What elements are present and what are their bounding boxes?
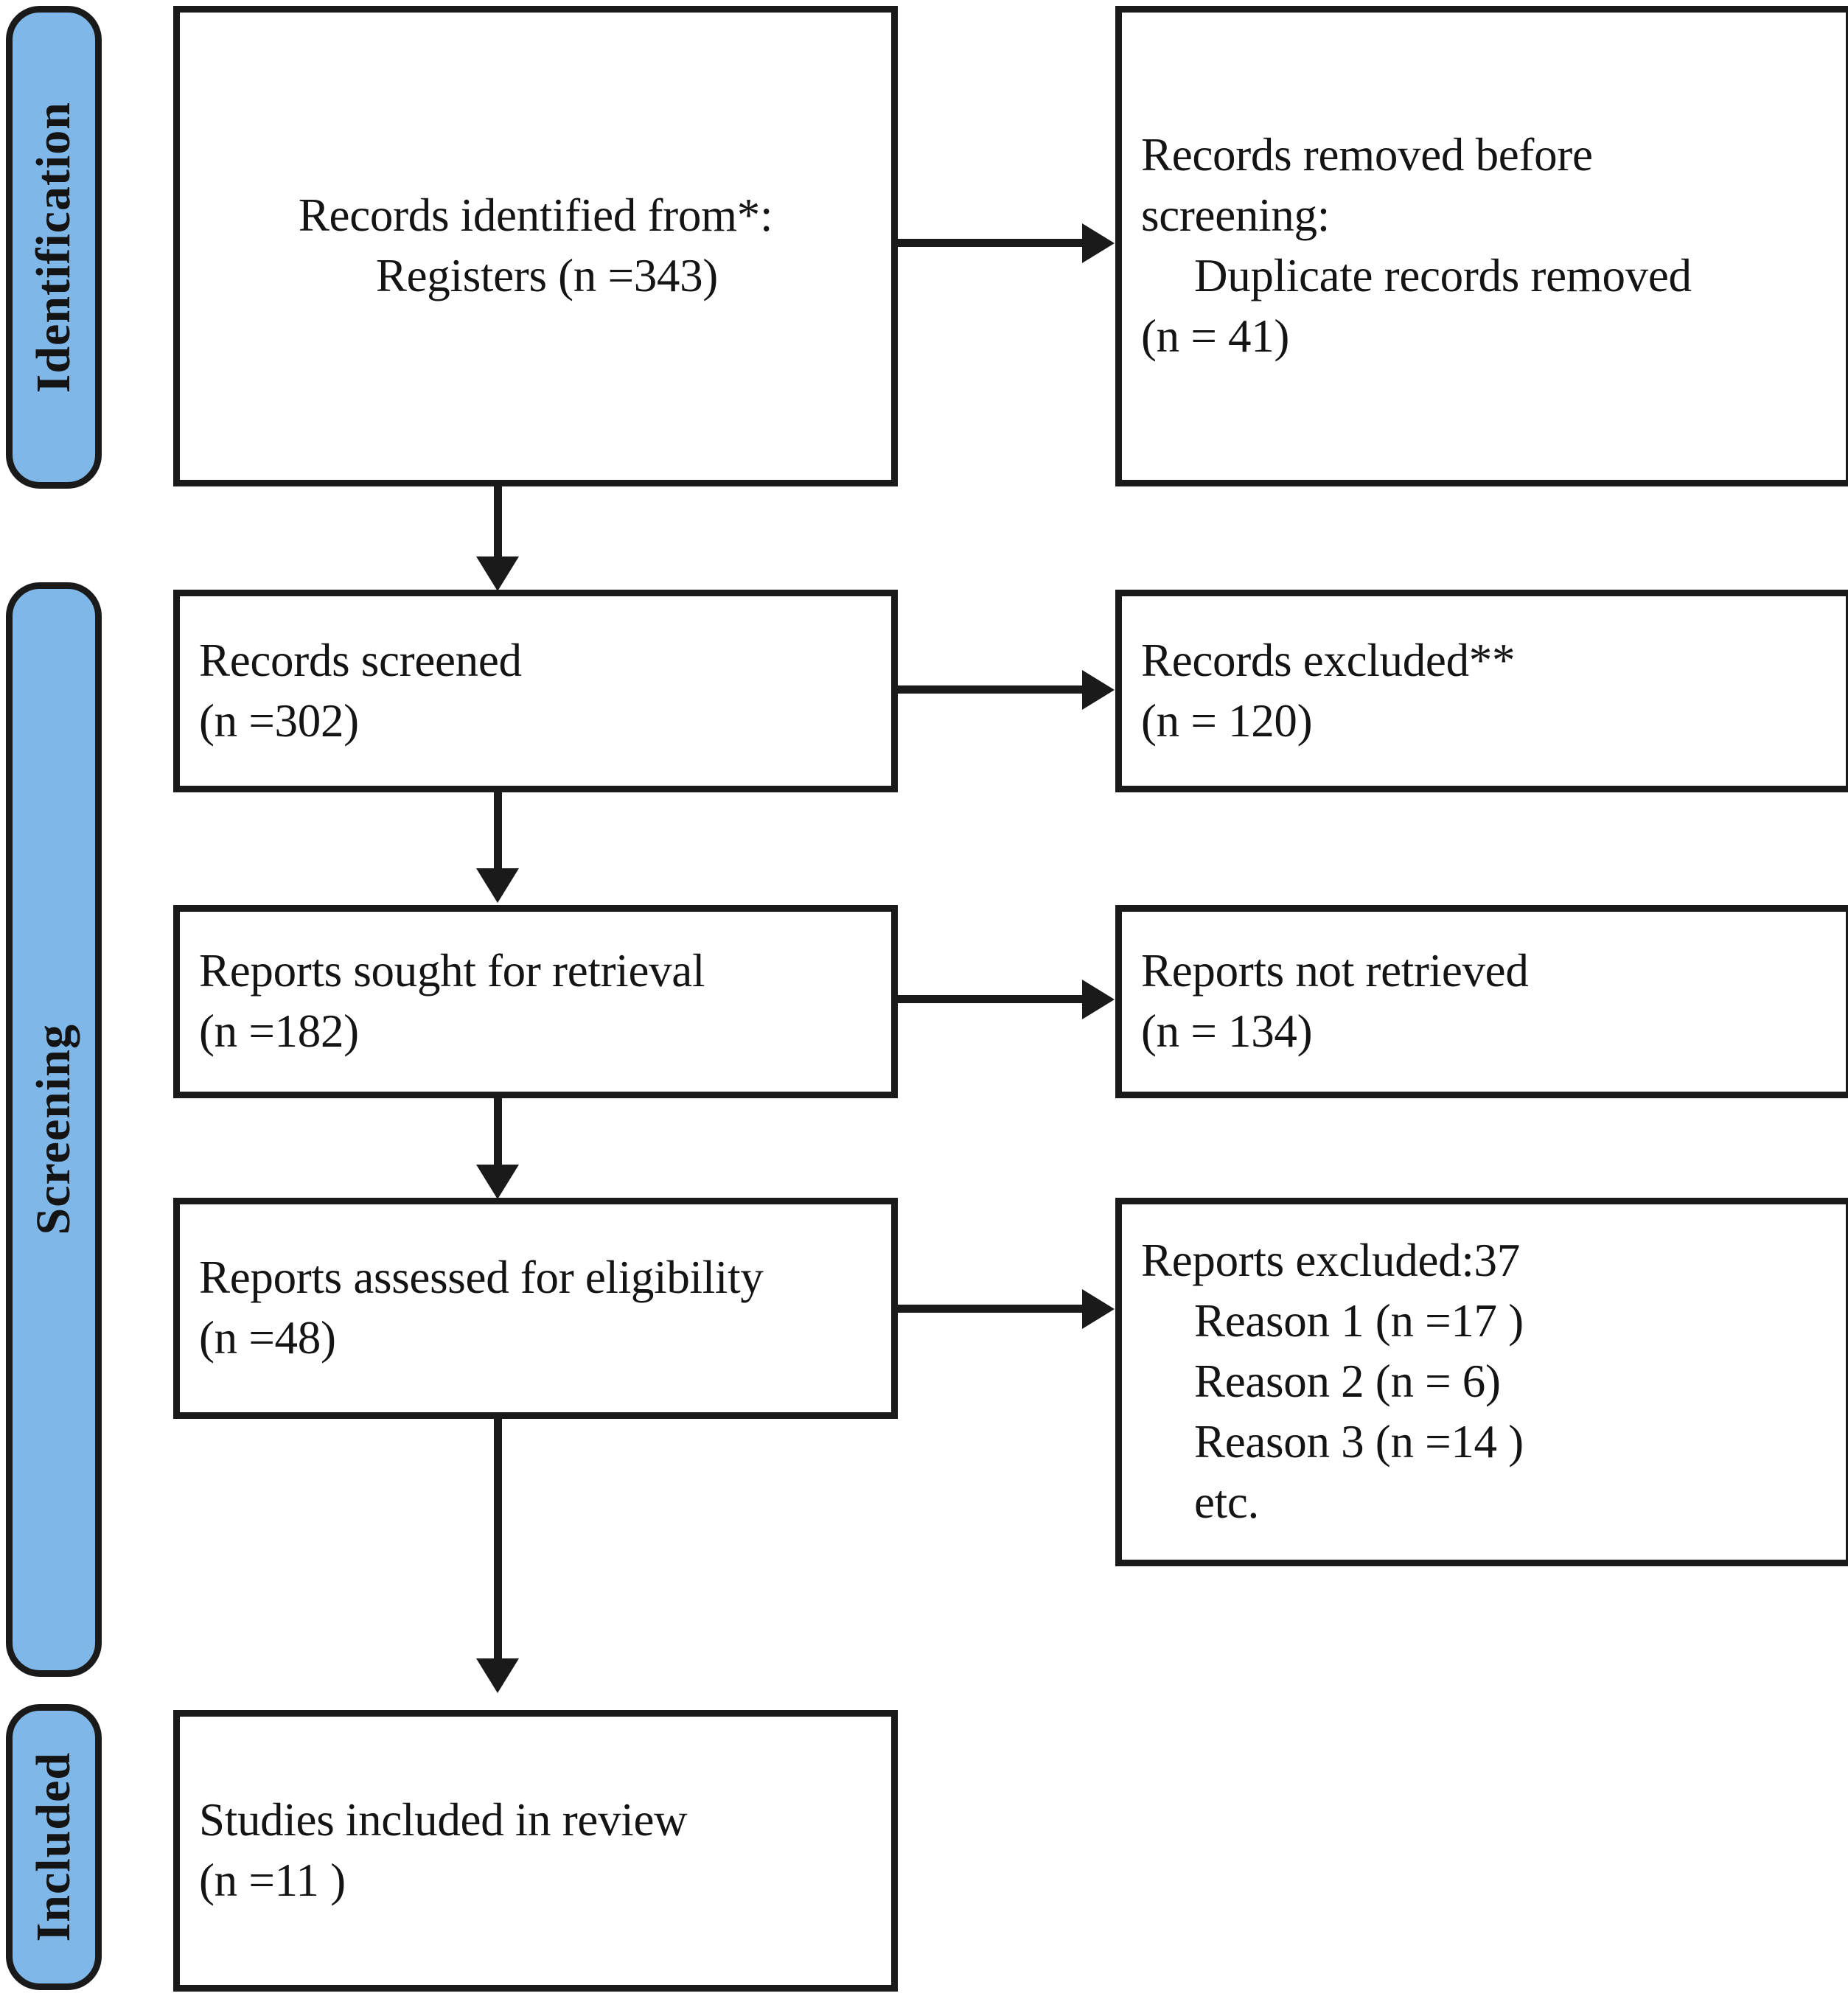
reports-excluded-reason-2: Reason 2 (n = 6) (1194, 1355, 1501, 1408)
box-studies-included: Studies included in review (n =11 ) (173, 1710, 898, 1992)
records-removed-line-2: screening: (1141, 186, 1827, 246)
connector-sought-to-assessed (494, 1098, 502, 1169)
studies-included-line-1: Studies included in review (199, 1794, 688, 1846)
box-records-removed-before-screening: Records removed before screening: Duplic… (1115, 6, 1848, 486)
records-removed-line-1-plain: Records removed (1141, 129, 1476, 181)
records-identified-line-2: Registers (n =343) (353, 250, 718, 301)
arrowhead-identified-to-removed (1082, 223, 1115, 263)
arrowhead-sought-to-not-retrieved (1082, 980, 1115, 1019)
arrowhead-screened-to-excluded (1082, 670, 1115, 710)
box-records-identified: Records identified from*: Registers (n =… (173, 6, 898, 486)
stage-label-screening: Screening (27, 1024, 80, 1235)
reports-not-retrieved-line-1: Reports not retrieved (1141, 945, 1529, 997)
box-records-excluded: Records excluded** (n = 120) (1115, 590, 1848, 792)
records-removed-line-3: Duplicate records removed (1194, 250, 1692, 301)
connector-screened-to-sought (494, 792, 502, 870)
connector-assessed-to-excluded (898, 1305, 1084, 1313)
box-reports-assessed: Reports assessed for eligibility (n =48) (173, 1198, 898, 1419)
box-reports-not-retrieved: Reports not retrieved (n = 134) (1115, 905, 1848, 1098)
box-reports-sought: Reports sought for retrieval (n =182) (173, 905, 898, 1098)
records-excluded-line-1: Records excluded** (1141, 634, 1516, 686)
connector-screened-to-excluded (898, 685, 1084, 694)
arrowhead-assessed-to-included (476, 1658, 519, 1693)
connector-sought-to-not-retrieved (898, 995, 1084, 1003)
arrowhead-identified-to-screened (476, 556, 519, 591)
records-removed-line-2-italic: screening (1141, 189, 1317, 242)
reports-assessed-line-1: Reports assessed for eligibility (199, 1252, 764, 1304)
box-reports-excluded: Reports excluded:37 Reason 1 (n =17 ) Re… (1115, 1198, 1848, 1566)
arrowhead-assessed-to-excluded (1082, 1289, 1115, 1329)
records-identified-line-1: Records identified from*: (298, 189, 773, 242)
stage-label-identification: Identification (27, 101, 80, 394)
arrowhead-screened-to-sought (476, 868, 519, 903)
stage-label-included: Included (27, 1752, 80, 1942)
connector-identified-to-removed (898, 239, 1084, 247)
reports-sought-line-2: (n =182) (199, 1005, 359, 1057)
records-excluded-line-2: (n = 120) (1141, 694, 1313, 747)
reports-excluded-reason-1: Reason 1 (n =17 ) (1194, 1295, 1524, 1347)
reports-assessed-line-2: (n =48) (199, 1312, 336, 1364)
reports-sought-line-1: Reports sought for retrieval (199, 945, 705, 997)
box-records-screened: Records screened (n =302) (173, 590, 898, 792)
records-screened-line-1: Records screened (199, 634, 522, 686)
stage-bar-identification: Identification (6, 6, 102, 489)
stage-bar-screening: Screening (6, 582, 102, 1677)
reports-excluded-etc: etc. (1194, 1476, 1259, 1528)
records-removed-line-1-italic: before (1475, 129, 1593, 181)
arrowhead-sought-to-assessed (476, 1165, 519, 1199)
records-screened-line-2: (n =302) (199, 694, 359, 747)
reports-excluded-line-1: Reports excluded:37 (1141, 1235, 1520, 1287)
stage-bar-included: Included (6, 1704, 102, 1990)
reports-not-retrieved-line-2: (n = 134) (1141, 1005, 1313, 1057)
connector-identified-to-screened (494, 486, 502, 562)
reports-excluded-reason-3: Reason 3 (n =14 ) (1194, 1415, 1524, 1468)
studies-included-line-2: (n =11 ) (199, 1854, 346, 1906)
records-removed-line-1: Records removed before (1141, 125, 1827, 186)
records-removed-line-4: (n = 41) (1141, 310, 1290, 362)
connector-assessed-to-included (494, 1419, 502, 1662)
records-removed-line-2-plain: : (1317, 189, 1331, 242)
